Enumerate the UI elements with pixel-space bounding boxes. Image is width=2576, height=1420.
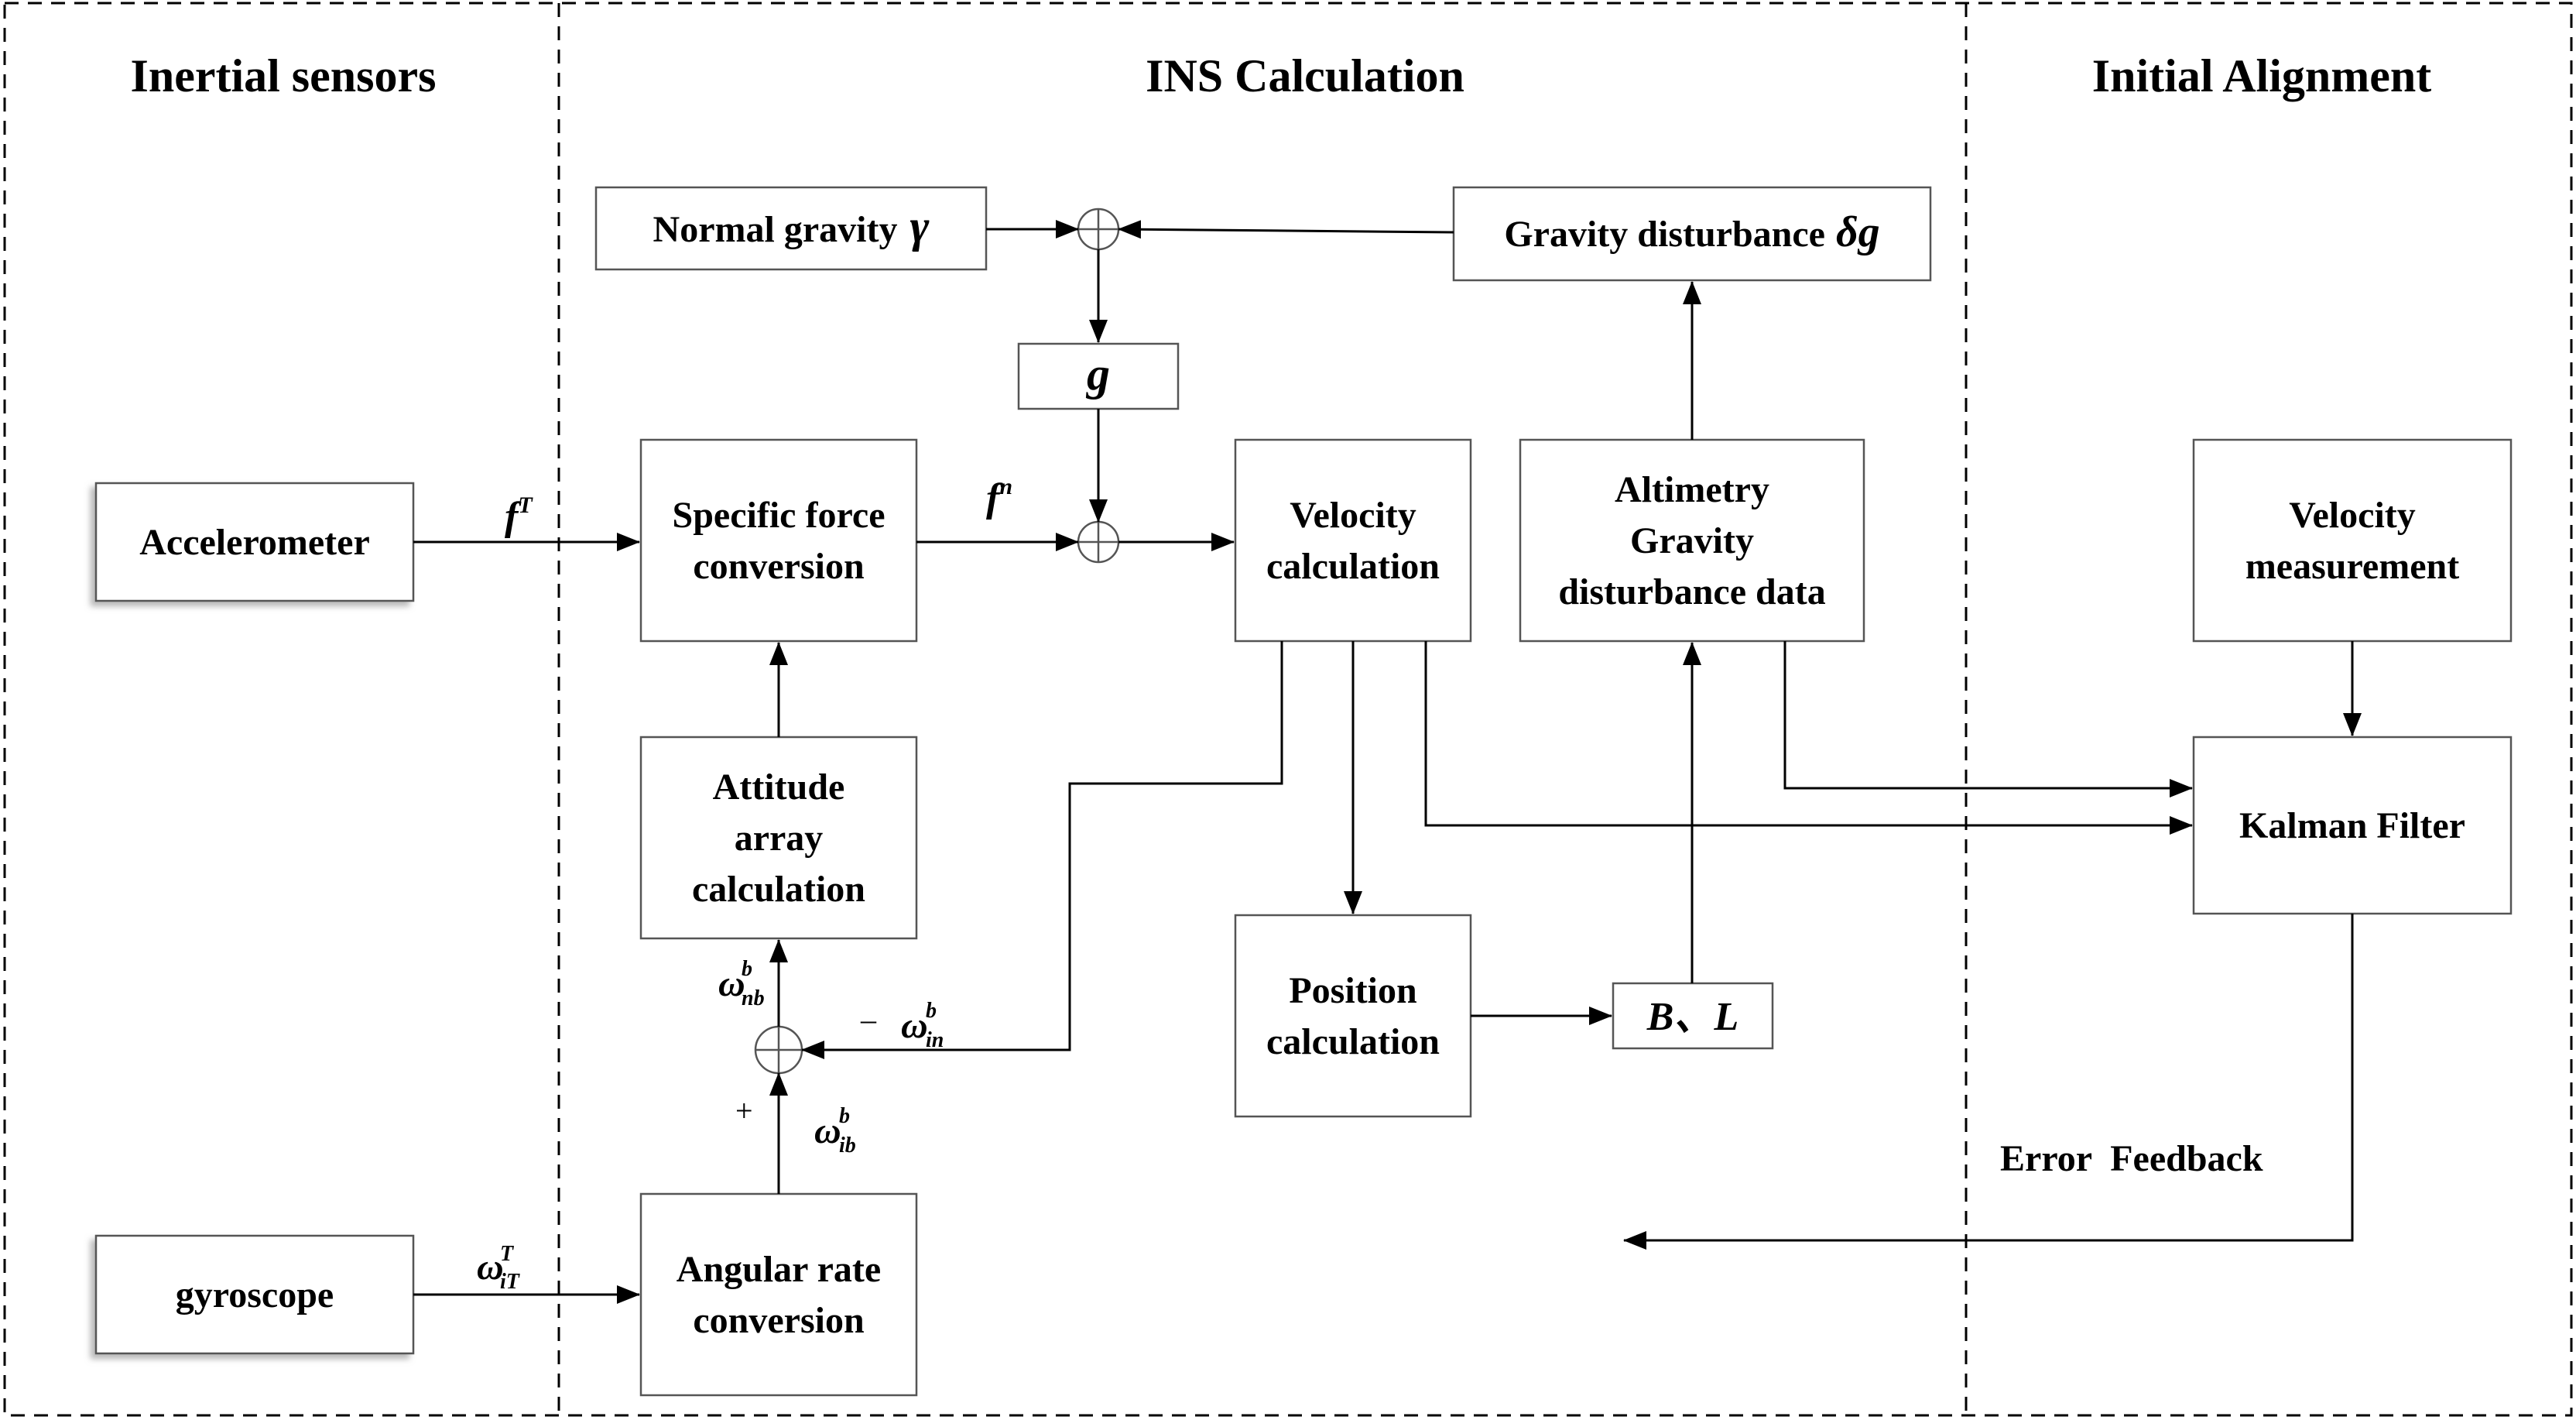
connectors [413, 220, 2362, 1304]
svg-text:ω: ω [477, 1247, 504, 1288]
box-label-line: Attitude [713, 767, 845, 808]
bl-box: B、L [1612, 982, 1774, 1050]
section-frames [3, 2, 2573, 1417]
signal-omega-in-b: ω b in [901, 999, 944, 1052]
kalman-filter-box: Kalman Filter [2192, 736, 2513, 915]
svg-text:ω: ω [814, 1110, 841, 1151]
arrow-gravity-disturbance-to-sum [1118, 220, 1454, 239]
arrow-velocity-to-angular-sum [801, 641, 1283, 1059]
sum-junction-angular [754, 1025, 803, 1075]
section-title-inertial-sensors: Inertial sensors [131, 50, 437, 101]
sum-junction-force [1077, 520, 1120, 564]
box-label-line: Gravity [1630, 520, 1754, 561]
svg-text:b: b [926, 999, 937, 1023]
attitude-label: Attitude array calculation [692, 767, 865, 910]
attitude-box: Attitude array calculation [639, 736, 918, 940]
svg-text:b: b [839, 1104, 850, 1128]
g-box: g [1017, 342, 1180, 410]
kalman-filter-label: Kalman Filter [2239, 805, 2465, 846]
box-label-line: array [735, 818, 824, 859]
arrow-velocity-to-kalman [1424, 641, 2193, 835]
box-label-line: Position [1289, 970, 1416, 1011]
section-title-ins-calculation: INS Calculation [1146, 50, 1464, 101]
velocity-calculation-label: Velocity calculation [1266, 495, 1440, 587]
signal-omega-nb-b: ω b nb [718, 957, 765, 1010]
sum-junction-gravity [1077, 208, 1120, 251]
svg-text:ib: ib [839, 1134, 856, 1158]
box-label-line: gyroscope [176, 1274, 334, 1315]
signal-omega-ib-b: ω b ib [814, 1104, 856, 1158]
box-label-line: Specific force [673, 495, 886, 536]
signal-f-n: fn [986, 474, 1012, 520]
outer-frame [3, 2, 2573, 1417]
error-feedback-label: Error Feedback [2000, 1138, 2263, 1179]
arrow-error-feedback [1623, 914, 2354, 1250]
velocity-measurement-label: Velocity measurement [2245, 495, 2459, 587]
box-label-line: Velocity [2289, 495, 2416, 536]
box-label-line: measurement [2245, 546, 2459, 587]
svg-text:T: T [500, 1242, 515, 1266]
signal-omega-iT-T: ω T iT [477, 1242, 521, 1294]
box-label-line: conversion [693, 546, 864, 587]
specific-force-label: Specific force conversion [673, 495, 886, 587]
angular-rate-label: Angular rate conversion [677, 1249, 881, 1341]
specific-force-box: Specific force conversion [639, 438, 918, 643]
velocity-calculation-box: Velocity calculation [1234, 438, 1472, 643]
box-label-line: calculation [692, 869, 865, 910]
svg-text:ω: ω [718, 963, 745, 1004]
signal-f-T: fT [505, 492, 533, 539]
minus-sign: – [860, 1002, 877, 1037]
box-label-line: Altimetry [1615, 469, 1769, 510]
position-calculation-label: Position calculation [1266, 970, 1440, 1062]
box-label-line: Kalman Filter [2239, 805, 2465, 846]
gyroscope-label: gyroscope [176, 1274, 334, 1315]
gyroscope-box: gyroscope [94, 1234, 415, 1355]
box-label-line: Angular rate [677, 1249, 881, 1290]
accelerometer-label: Accelerometer [139, 522, 370, 563]
section-title-initial-alignment: Initial Alignment [2092, 50, 2431, 101]
accelerometer-box: Accelerometer [94, 482, 415, 602]
svg-text:ω: ω [901, 1005, 928, 1046]
box-label-line: conversion [693, 1300, 864, 1341]
position-calculation-box: Position calculation [1234, 914, 1472, 1118]
box-label-line: calculation [1266, 546, 1440, 587]
svg-text:iT: iT [500, 1270, 521, 1294]
box-label-line: Accelerometer [139, 522, 370, 563]
box-label-line: Velocity [1290, 495, 1416, 536]
box-label-line: calculation [1266, 1021, 1440, 1062]
box-label-line: disturbance data [1558, 571, 1825, 612]
angular-rate-box: Angular rate conversion [639, 1192, 918, 1397]
arrow-altimetry-to-kalman [1783, 641, 2193, 797]
svg-text:in: in [926, 1028, 944, 1052]
velocity-measurement-box: Velocity measurement [2192, 438, 2513, 643]
g-label: g [1085, 348, 1110, 400]
svg-text:nb: nb [742, 986, 765, 1010]
bl-label: B、L [1646, 995, 1738, 1039]
svg-text:b: b [742, 957, 752, 981]
plus-sign: + [735, 1093, 753, 1128]
